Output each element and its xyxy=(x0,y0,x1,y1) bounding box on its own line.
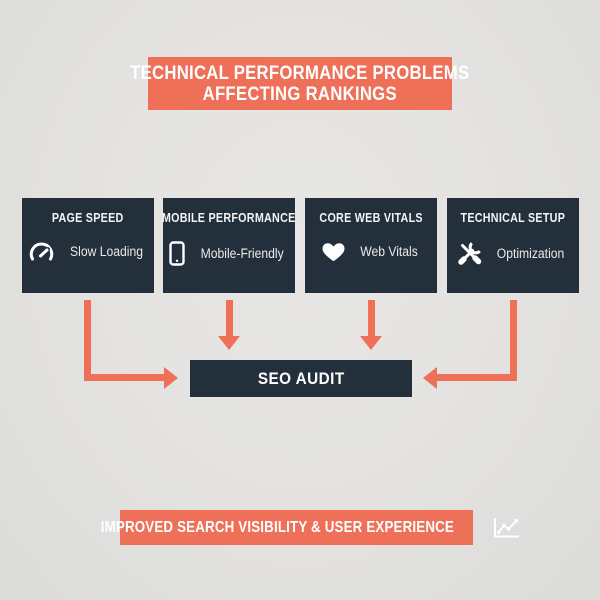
box-label: Optimization xyxy=(496,245,565,261)
header-title-line1: TECHNICAL PERFORMANCE PROBLEMS xyxy=(130,62,470,84)
arrow-technical-setup-horizontal xyxy=(437,374,517,381)
line-chart-icon xyxy=(492,516,521,539)
problem-box-core-web-vitals: CORE WEB VITALS Web Vitals xyxy=(305,198,437,293)
problem-box-mobile-performance: MOBILE PERFORMANCE Mobile-Friendly xyxy=(162,198,296,293)
arrow-page-speed-vertical xyxy=(84,300,91,381)
arrowhead-left-icon xyxy=(423,366,437,389)
box-label: Mobile-Friendly xyxy=(200,246,285,261)
arrow-core-web-vitals-shaft xyxy=(367,300,375,336)
arrowhead-down-icon xyxy=(360,336,382,350)
seo-audit-box: SEO AUDIT xyxy=(190,360,412,397)
box-title: MOBILE PERFORMANCE xyxy=(162,211,296,225)
heart-icon xyxy=(321,241,346,262)
box-title: PAGE SPEED xyxy=(52,211,124,225)
box-label: Web Vitals xyxy=(360,244,418,259)
problem-box-technical-setup: TECHNICAL SETUP Optimization xyxy=(447,198,579,293)
smartphone-icon xyxy=(169,241,186,266)
arrow-mobile-performance-shaft xyxy=(225,300,233,336)
header-banner: TECHNICAL PERFORMANCE PROBLEMS AFFECTING… xyxy=(130,57,469,110)
header-title-line2: AFFECTING RANKINGS xyxy=(202,83,398,105)
arrowhead-right-icon xyxy=(164,366,178,389)
problem-box-page-speed: PAGE SPEED Slow Loading xyxy=(22,198,154,293)
speedometer-icon xyxy=(28,241,55,262)
footer-label: IMPROVED SEARCH VISIBILITY & USER EXPERI… xyxy=(100,518,455,536)
arrowhead-down-icon xyxy=(218,336,240,350)
header-title: TECHNICAL PERFORMANCE PROBLEMS AFFECTING… xyxy=(130,63,469,105)
box-title: CORE WEB VITALS xyxy=(319,211,423,225)
arrow-page-speed-horizontal xyxy=(84,374,164,381)
box-title: TECHNICAL SETUP xyxy=(460,211,566,225)
footer-banner: IMPROVED SEARCH VISIBILITY & USER EXPERI… xyxy=(101,510,519,545)
box-label: Slow Loading xyxy=(70,244,144,259)
seo-audit-label: SEO AUDIT xyxy=(257,368,345,388)
tools-icon xyxy=(458,241,482,265)
arrow-technical-setup-vertical xyxy=(510,300,517,381)
